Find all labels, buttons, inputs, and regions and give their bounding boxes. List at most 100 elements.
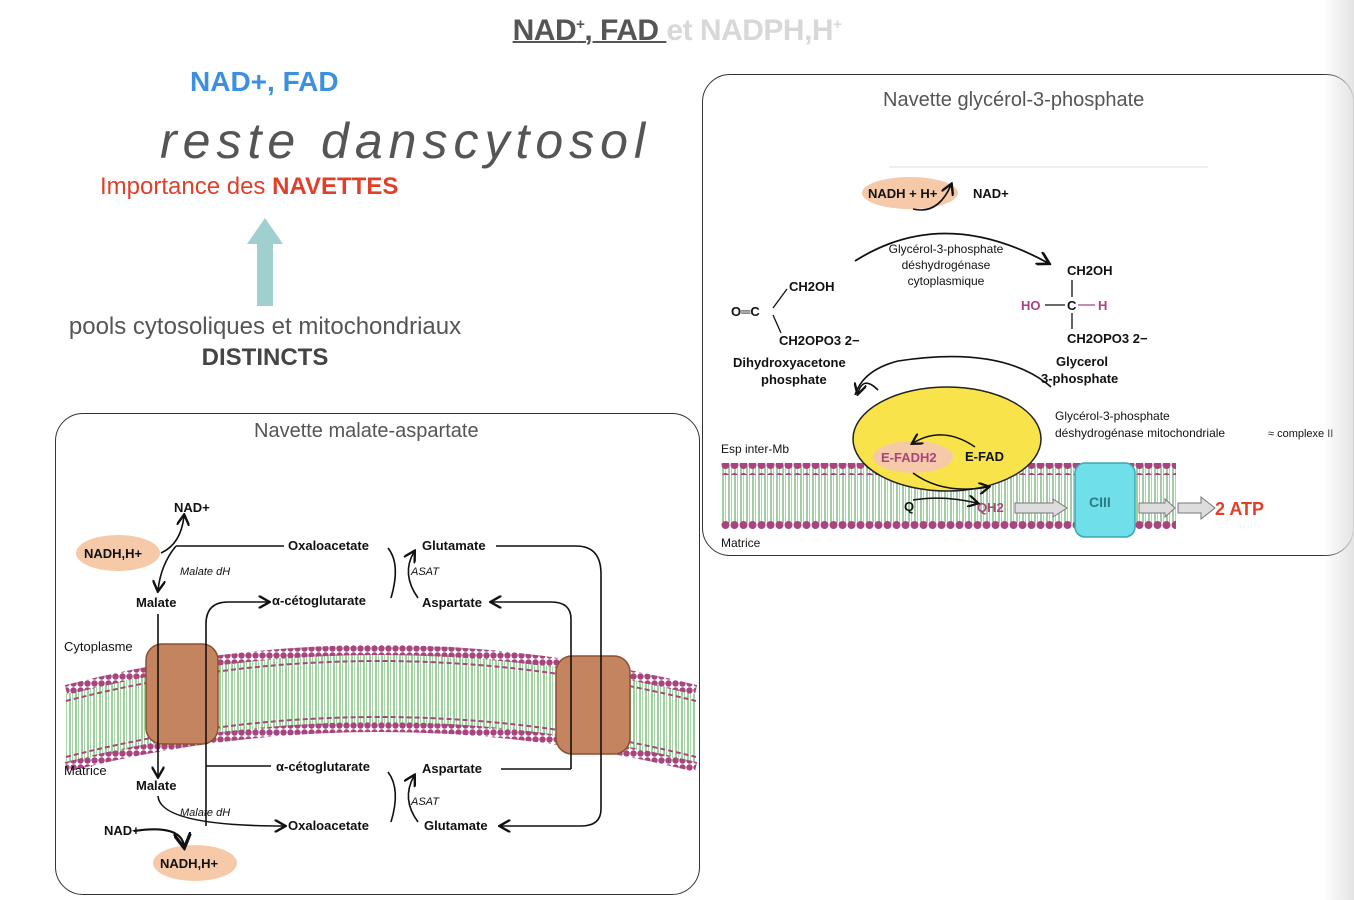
complexe-label: ≈ complexe II	[1268, 428, 1333, 440]
esp-inter-label: Esp inter-Mb	[721, 442, 789, 456]
nadh-bottom: NADH,H+	[160, 856, 219, 871]
page-edge-shadow	[1322, 0, 1354, 900]
dhap-ch2oh: CH2OH	[789, 279, 835, 294]
oxaloacetate-top: Oxaloacetate	[288, 538, 369, 553]
acetoglutarate-top: α-cétoglutarate	[272, 593, 366, 608]
enzyme-cyto-3: cytoplasmique	[908, 274, 985, 288]
acetoglutarate-bottom: α-cétoglutarate	[276, 759, 370, 774]
arrow-ciii-atp-2	[1177, 495, 1216, 521]
arrow-nad-top	[160, 516, 184, 554]
arrow-g3p-dhap-head	[858, 383, 879, 393]
mito-enzyme	[852, 386, 1042, 492]
matrice-label: Matrice	[721, 536, 761, 550]
aspartate-top: Aspartate	[422, 595, 482, 610]
glutamate-bottom: Glutamate	[424, 818, 488, 833]
malate-dh-top: Malate dH	[180, 566, 230, 578]
title-part3-sup: +	[833, 16, 842, 33]
efad: E-FAD	[965, 449, 1004, 464]
g3p-name-1: Glycerol	[1056, 354, 1108, 369]
qh2: QH2	[977, 500, 1004, 515]
arrow-q-qh2	[912, 498, 977, 503]
membrane-tails	[66, 654, 696, 764]
arrow-ciii-atp-1	[1138, 497, 1176, 519]
asat-bottom: ASAT	[410, 796, 440, 808]
importance-navettes: Importance des NAVETTES	[100, 173, 398, 201]
arrow-dhap-g3p	[854, 232, 1048, 263]
arrow-qh2-ciii	[1014, 498, 1068, 518]
nad-plus-top: NAD+	[174, 500, 210, 515]
arrow-efad-efadh2	[913, 435, 976, 448]
efadh2-badge	[873, 441, 953, 473]
enzyme-mito-2: déshydrogénase mitochondriale	[1055, 426, 1225, 440]
nadh-top-badge	[76, 535, 160, 571]
dhap-bond-down	[772, 314, 782, 334]
dhap-name-2: phosphate	[761, 372, 827, 387]
transporter-right	[555, 655, 631, 755]
panel-title: Navette glycérol-3-phosphate	[883, 89, 1145, 111]
membrane-heads-bottom	[721, 517, 1176, 529]
nadh-bottom-badge	[153, 845, 237, 881]
nadh-h-badge	[862, 177, 958, 209]
enzyme-cyto-2: déshydrogénase	[902, 258, 991, 272]
malate-aspartate-diagram: NADH,H+ NAD+ Malate dH Malate Oxaloaceta…	[64, 500, 698, 881]
nad-plus-bottom: NAD+	[104, 823, 140, 838]
complex-iii	[1074, 462, 1136, 538]
enzyme-mito-1: Glycérol-3-phosphate	[1055, 409, 1170, 423]
asat-curve-left-top	[387, 547, 397, 599]
asat-curve-left-bottom	[387, 771, 397, 823]
title-part1: NAD	[512, 14, 577, 47]
aspartate-bottom: Aspartate	[422, 761, 482, 776]
arrow-akg-out	[205, 602, 268, 826]
arrow-g3p-dhap	[854, 355, 1052, 396]
g3p-ch2oh: CH2OH	[1067, 263, 1113, 278]
asat-curve-right-top	[408, 552, 419, 599]
g3p-name-2: 3-phosphate	[1041, 371, 1118, 386]
g3p-h: H	[1098, 298, 1107, 313]
glycerol-3-phosphate-panel: Navette glycérol-3-phosphate NADH + H+ N…	[702, 74, 1354, 556]
cytoplasme-label: Cytoplasme	[64, 639, 133, 654]
pools-strong: DISTINCTS	[201, 344, 329, 371]
pools-line: pools cytosoliques et mitochondriaux	[68, 313, 462, 340]
dhap-ch2opo3: CH2OPO3 2−	[779, 333, 860, 348]
title-part1-sup: +	[576, 16, 585, 33]
dhap-bond-up	[772, 288, 788, 309]
nad-fad-heading: NAD+, FAD	[190, 66, 339, 97]
malate-bottom: Malate	[136, 778, 176, 793]
arrow-aspartate-out	[492, 602, 572, 769]
handwritten-note: reste danscytosol	[160, 113, 651, 169]
malate-aspartate-panel: Navette malate-aspartate	[55, 413, 700, 895]
dhap-oc: O═C	[731, 304, 760, 319]
arrow-glutamate-loop	[496, 545, 602, 826]
ciii: CIII	[1089, 494, 1111, 510]
glycerol-phosphate-diagram: NADH + H+ NAD+ Glycérol-3-phosphate désh…	[721, 166, 1333, 550]
arrow-malate-oxaloacetate	[157, 795, 284, 826]
oxaloacetate-bottom: Oxaloacetate	[288, 818, 369, 833]
panel-title: Navette malate-aspartate	[254, 420, 479, 442]
transporter-left	[145, 643, 219, 745]
glutamate-top: Glutamate	[422, 538, 486, 553]
importance-strong: NAVETTES	[272, 173, 399, 200]
q: Q	[904, 499, 914, 514]
asat-curve-right-bottom	[408, 776, 419, 823]
nadh-h: NADH + H+	[868, 186, 938, 201]
up-arrow-icon	[247, 218, 283, 306]
malate-top: Malate	[136, 595, 176, 610]
title-part3: et NADPH,H	[666, 14, 834, 47]
handwritten-text: reste danscytosol	[160, 113, 651, 169]
malate-dh-bottom: Malate dH	[180, 807, 230, 819]
enzyme-cyto-1: Glycérol-3-phosphate	[889, 242, 1004, 256]
g3p-ho: HO	[1021, 298, 1041, 313]
arrow-nadh-malate	[158, 545, 177, 590]
g3p-c: C	[1067, 298, 1077, 313]
title-part2: , FAD	[584, 14, 667, 47]
arrow-nad-nadh-bottom	[133, 828, 184, 846]
page-title: NAD+, FAD et NADPH,H+	[0, 14, 1354, 48]
matrice-label: Matrice	[64, 763, 107, 778]
arrow-efadh2-efad	[912, 472, 988, 489]
nad-plus: NAD+	[973, 186, 1009, 201]
efadh2: E-FADH2	[881, 450, 937, 465]
asat-top: ASAT	[410, 566, 440, 578]
g3p-ch2opo3: CH2OPO3 2−	[1067, 331, 1148, 346]
nadh-top: NADH,H+	[84, 546, 143, 561]
